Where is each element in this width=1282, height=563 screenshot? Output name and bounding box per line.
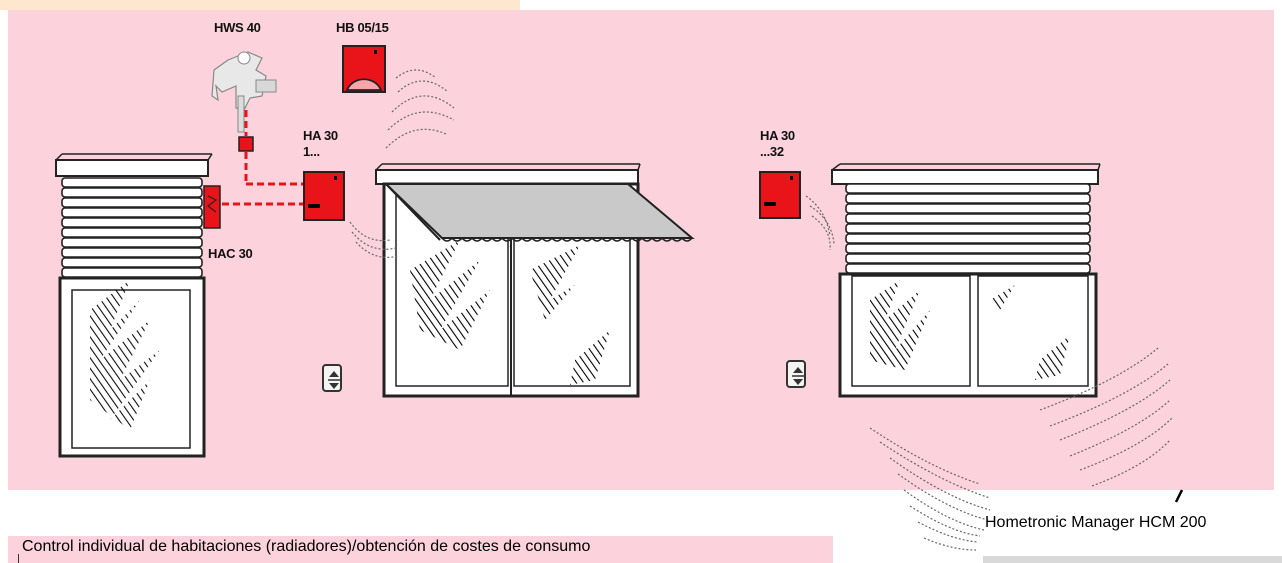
actuator-icon: [303, 171, 345, 221]
updown-control-icon[interactable]: [322, 364, 342, 392]
top-strip: [0, 0, 520, 10]
hac-module-icon: [203, 185, 221, 229]
caption-strip: [8, 536, 833, 563]
label-ha30-left-range: 1...: [303, 144, 320, 159]
caption: Control individual de habitaciones (radi…: [22, 538, 591, 555]
wall-thermostat-icon: [342, 45, 386, 93]
manager-bar: [983, 556, 1282, 563]
wire-junction: [238, 136, 254, 152]
label-hac: HAC 30: [208, 246, 253, 261]
updown-control-icon[interactable]: [786, 360, 806, 388]
left-window: [55, 153, 213, 458]
label-hws: HWS 40: [214, 20, 261, 35]
label-ha30-right-range: ...32: [760, 144, 784, 159]
radio-wave-icon: [349, 69, 1173, 551]
manager-label: Hometronic Manager HCM 200: [985, 514, 1207, 531]
weather-station-icon: [211, 51, 277, 133]
label-ha30-left: HA 30: [303, 128, 338, 143]
right-window: [831, 163, 1101, 398]
middle-window: [375, 163, 695, 398]
label-ha30-right: HA 30: [760, 128, 795, 143]
actuator-icon: [759, 171, 801, 219]
label-hb: HB 05/15: [336, 20, 389, 35]
antenna-icon: [1174, 489, 1184, 503]
caption-tick: [18, 554, 19, 563]
wiring: [222, 110, 304, 206]
